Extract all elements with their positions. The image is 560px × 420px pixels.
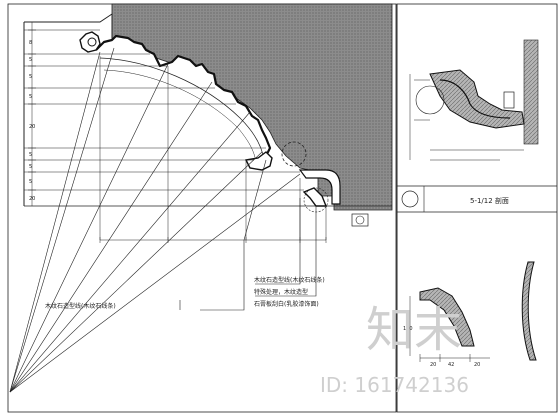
title-block-bubble — [401, 190, 419, 208]
cornice-arc-2 — [103, 69, 257, 163]
callout-text: 木纹石造型线(木纹石线条) — [254, 276, 325, 284]
callout-leaders — [179, 159, 317, 311]
corner-moulding — [298, 169, 341, 205]
callout-text: 特殊处理，木纹造型 — [254, 288, 308, 296]
dim-label: 5 — [29, 152, 32, 158]
dim-label: 20 — [430, 362, 436, 368]
left-dimension-labels: 8 5 5 5 20 5 5 5 20 — [29, 40, 35, 202]
radial-construction-lines — [9, 47, 301, 393]
callout-texts: 木纹石造型线(木纹石线条) 特殊处理，木纹造型 木纹石造型线(木纹石线条) 石膏… — [45, 276, 325, 310]
dim-label: 20 — [29, 124, 35, 130]
dim-label: 100 — [403, 326, 413, 332]
bottom-dimension — [99, 237, 327, 243]
dim-label: 5 — [29, 164, 32, 170]
cornice-stepped-arc — [95, 34, 272, 162]
structure-hatch — [111, 3, 393, 211]
detail-1 — [409, 39, 539, 161]
dim-label: 5 — [29, 94, 32, 100]
dim-label: 20 — [29, 196, 35, 202]
dim-label: 20 — [474, 362, 480, 368]
dim-label: 5 — [29, 179, 32, 185]
detail-tag-a — [351, 213, 369, 227]
lower-cornice-profile — [244, 151, 273, 171]
callout-text: 木纹石造型线(木纹石线条) — [45, 302, 116, 310]
cornice-inner-arc — [99, 57, 265, 161]
dim-label: 5 — [29, 74, 32, 80]
dim-label: 8 — [29, 40, 32, 46]
dim-label: 42 — [448, 362, 454, 368]
detail-callout-circle — [281, 141, 307, 167]
sheet-frame-right — [396, 3, 558, 413]
ceiling-section-line — [24, 13, 113, 44]
callout-text: 石膏板刮白(乳胶漆饰面) — [254, 300, 319, 308]
dim-label: 5 — [29, 57, 32, 63]
moulding-round — [87, 37, 97, 47]
left-dimension-strip — [28, 22, 36, 206]
watermark-id: ID: 161742136 — [320, 373, 469, 397]
detail-2: 20 42 20 100 — [403, 261, 537, 368]
level-lines — [24, 29, 304, 191]
watermark-site-mark: 知末 — [366, 302, 462, 358]
title-block-label: 5-1/12 剖面 — [470, 196, 509, 205]
detail-tag-a-circle — [355, 215, 365, 225]
top-moulding-profile — [79, 31, 101, 53]
